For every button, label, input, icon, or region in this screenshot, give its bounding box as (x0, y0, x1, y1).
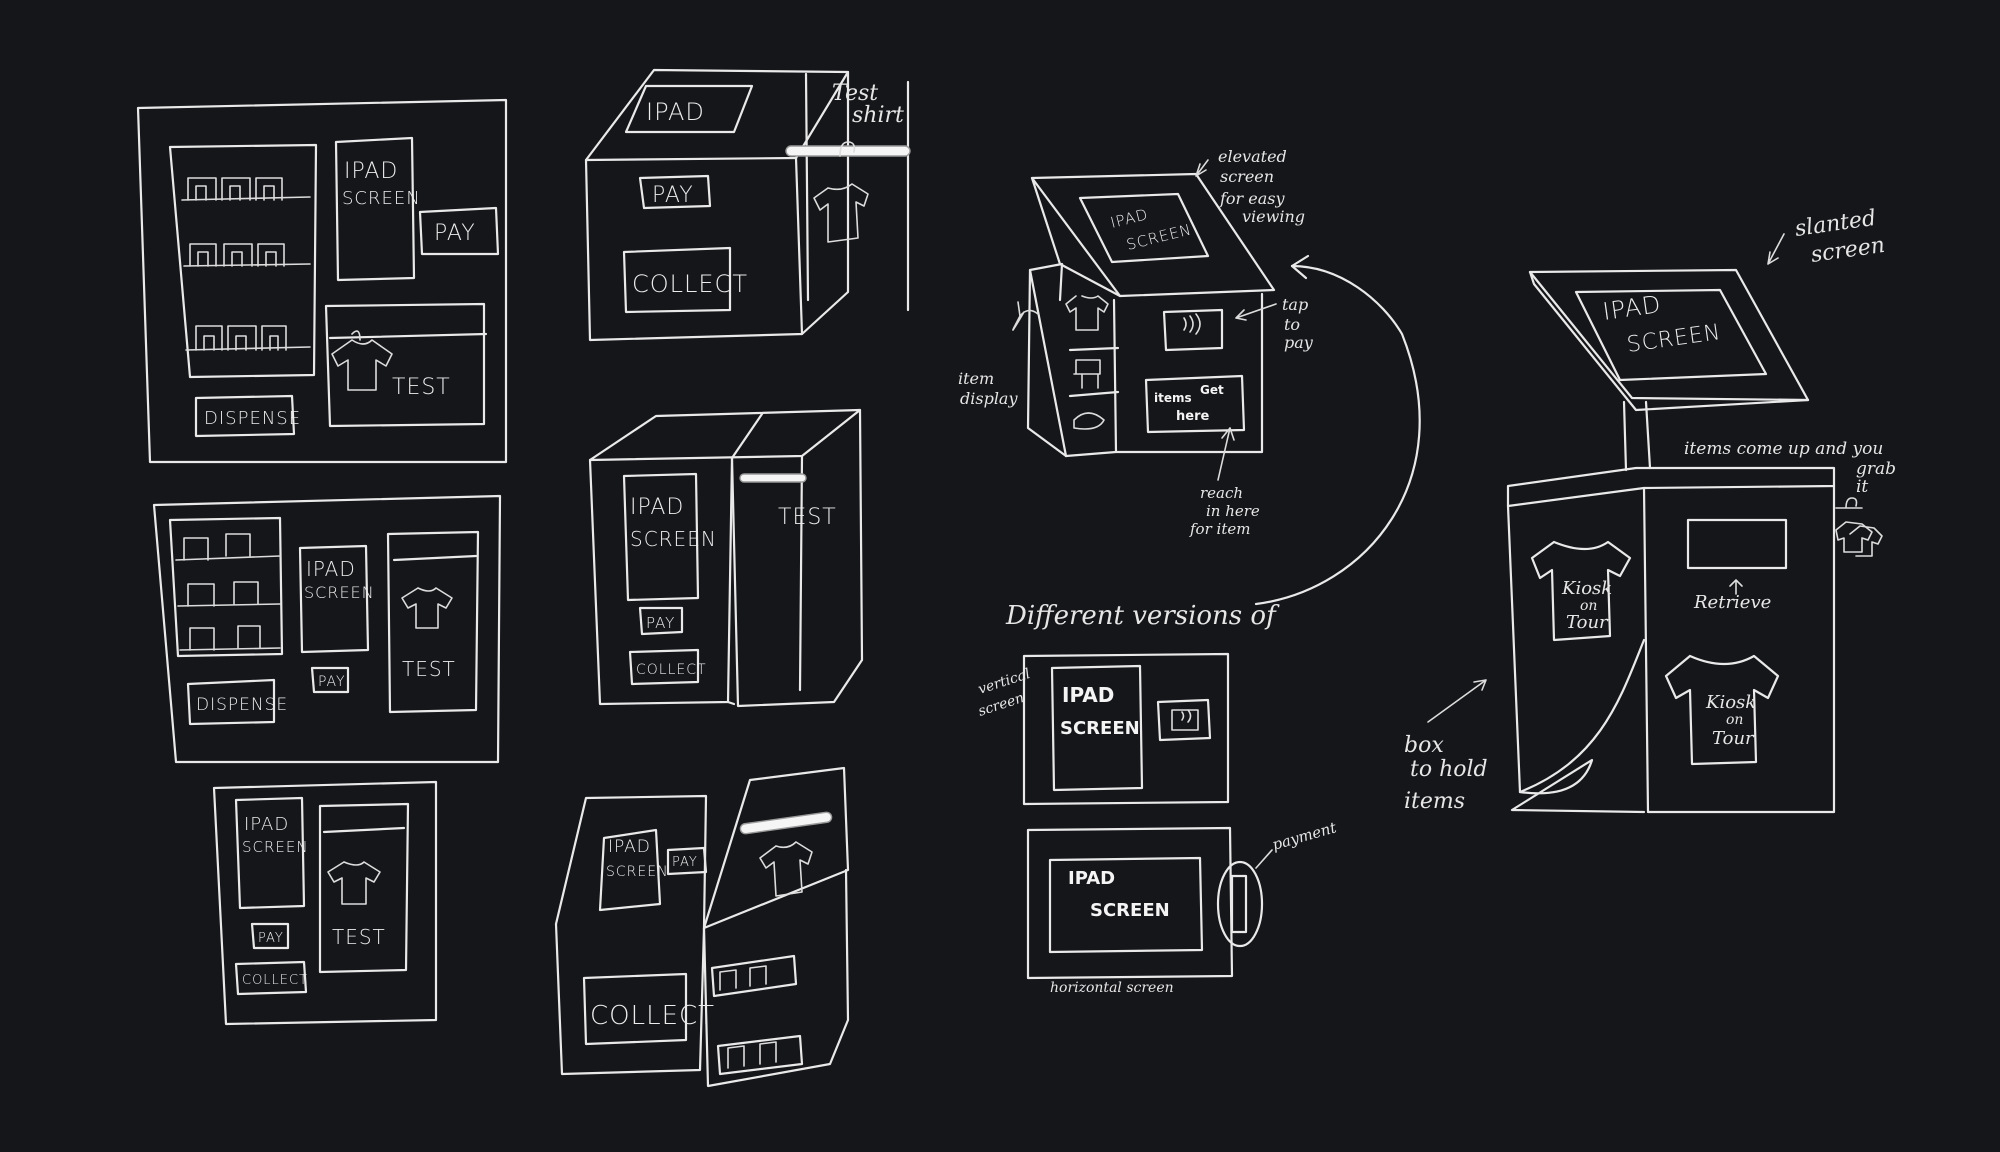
ipad-label: IPAD (244, 814, 289, 835)
here-label: here (1176, 409, 1209, 424)
pay-label: PAY (646, 614, 675, 632)
sketch-front-panel-1: IPAD SCREEN PAY TEST DISPENSE (136, 98, 508, 464)
screen-label: SCREEN (342, 188, 421, 209)
tour-label: Tour (1566, 612, 1609, 633)
ipad-label: IPAD (630, 495, 684, 520)
shirt-icon (327, 861, 381, 905)
items-label: items (1154, 391, 1192, 405)
collect-label: COLLECT (632, 270, 748, 298)
pay-label: PAY (672, 855, 698, 870)
pay-label: PAY (652, 183, 694, 208)
test-label: TEST (332, 925, 386, 949)
screen-label: SCREEN (1090, 900, 1170, 921)
ipad-label: IPAD (1601, 290, 1663, 326)
screen-label: SCREEN (242, 838, 309, 856)
screen-label: SCREEN (304, 583, 375, 602)
test-label: TEST (392, 375, 451, 400)
screen-label: SCREEN (606, 864, 669, 880)
sketch-3d-box-1: IPAD PAY COLLECT Test shirt (584, 68, 911, 342)
test-shirt-label: Test (832, 81, 878, 106)
tap-annotation-3: pay (1284, 333, 1314, 352)
shirt-icon (331, 330, 393, 391)
shirt-icon (1664, 654, 1780, 766)
test-label: TEST (778, 505, 837, 530)
test-label: TEST (402, 657, 456, 681)
box-annotation: box (1404, 733, 1444, 758)
get-label: Get (1200, 383, 1224, 397)
collect-label: COLLECT (590, 1001, 715, 1031)
hanging-shirts-icon (1835, 497, 1883, 557)
shirt-icon (759, 841, 813, 897)
collect-label: COLLECT (242, 973, 308, 988)
elevated-annotation-3: for easy (1219, 189, 1286, 208)
ipad-label: IPAD (646, 98, 705, 126)
reach-annotation: reach (1200, 484, 1243, 502)
versions-section: Different versions of IPAD SCREEN vertic… (976, 601, 1339, 996)
ipad-label: IPAD (1068, 868, 1115, 889)
screen-label: SCREEN (630, 527, 717, 551)
shirt-icon (1530, 540, 1632, 642)
ipad-label: IPAD (1062, 683, 1114, 707)
pay-label: PAY (258, 931, 284, 946)
dispense-label: DISPENSE (204, 408, 301, 429)
kiosk-label: Kiosk (1705, 692, 1756, 713)
test-shirt-label-2: shirt (852, 103, 904, 128)
tour-label: Tour (1712, 728, 1755, 749)
elevated-annotation: elevated (1218, 147, 1287, 166)
shirt-icon (1065, 295, 1109, 331)
shirt-icon (813, 141, 869, 243)
items-come-up-annotation-2: grab (1856, 459, 1896, 479)
box-annotation-3: items (1404, 789, 1465, 814)
ipad-label: IPAD (608, 837, 651, 857)
collect-label: COLLECT (636, 662, 707, 678)
elevated-annotation-2: screen (1220, 167, 1274, 186)
tap-annotation: tap (1282, 295, 1308, 314)
item-display-annotation: item (958, 369, 994, 388)
kiosk-label: Kiosk (1561, 578, 1612, 599)
on-label: on (1580, 598, 1597, 614)
box-annotation-2: to hold (1410, 757, 1488, 782)
items-come-up-annotation: items come up and you (1684, 439, 1883, 459)
reach-annotation-3: for item (1189, 520, 1250, 538)
ipad-label: IPAD (344, 159, 398, 184)
elevated-annotation-4: viewing (1242, 207, 1305, 226)
ipad-label: IPAD (306, 557, 356, 581)
dispense-label: DISPENSE (196, 695, 288, 715)
sketch-front-panel-2: IPAD SCREEN PAY TEST DISPENSE (152, 494, 502, 764)
shirt-icon (401, 587, 453, 629)
reach-annotation-2: in here (1206, 502, 1260, 520)
pay-label: PAY (318, 674, 346, 690)
sketch-slanted-screen-kiosk: IPAD SCREEN Retrieve Kiosk on Tour Kiosk… (1404, 206, 1896, 814)
item-display-annotation-2: display (960, 389, 1018, 408)
retrieve-label: Retrieve (1693, 592, 1771, 613)
different-versions-title: Different versions of (1005, 601, 1280, 631)
sketch-3d-kiosk-split: IPAD SCREEN PAY COLLECT (554, 766, 850, 1088)
horizontal-screen-annotation: horizontal screen (1050, 980, 1174, 996)
screen-label: SCREEN (1060, 718, 1140, 739)
screen-label: SCREEN (1625, 320, 1722, 358)
ipad-label: IPAD (1109, 205, 1151, 232)
on-label: on (1726, 712, 1743, 728)
sketch-front-panel-3: IPAD SCREEN PAY COLLECT TEST (212, 780, 438, 1026)
tap-annotation-2: to (1284, 315, 1300, 334)
pay-label: PAY (434, 221, 476, 246)
payment-annotation: payment (1270, 818, 1339, 854)
sketch-3d-cabinet: IPAD SCREEN PAY COLLECT TEST (588, 408, 864, 708)
sketch-elevated-screen-kiosk: IPAD SCREEN items Get here elevated scre… (958, 147, 1421, 606)
items-come-up-annotation-3: it (1856, 477, 1868, 497)
